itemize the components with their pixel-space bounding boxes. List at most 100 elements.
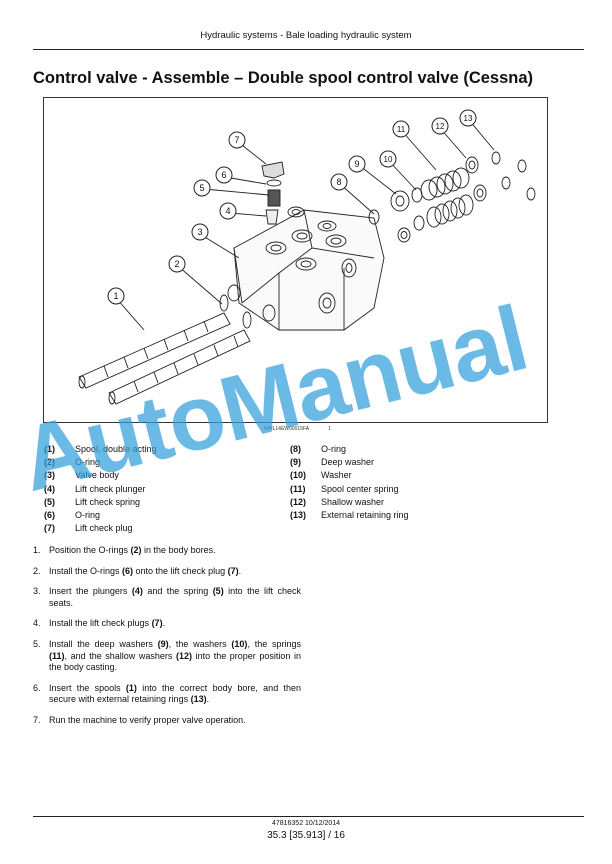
step-text: Install the lift check plugs (7).	[49, 618, 166, 629]
step-number: 2.	[33, 565, 41, 576]
legend-text: O-ring	[75, 457, 101, 468]
step-number: 7.	[33, 714, 41, 725]
svg-text:12: 12	[436, 122, 445, 131]
step-number: 1.	[33, 545, 41, 555]
svg-text:1: 1	[113, 291, 118, 301]
legend-num: (7)	[44, 523, 55, 534]
svg-text:3: 3	[197, 227, 202, 237]
legend-text: External retaining ring	[321, 509, 409, 520]
footer-page-number: 35.3 [35.913] / 16	[267, 830, 345, 841]
figure-number: 1	[328, 426, 331, 432]
svg-text:9: 9	[354, 159, 359, 169]
legend-right: (8) O-ring (9) Deep washer (10) Washer (11)…	[290, 443, 409, 522]
legend-num: (2)	[44, 457, 55, 468]
figure-code-id: NHIL14EW00015FA	[264, 426, 309, 432]
callout-4: 4	[219, 202, 237, 220]
legend-num: (6)	[44, 509, 55, 520]
legend-text: O-ring	[75, 509, 101, 520]
legend-item: (1) Spool, double acting	[44, 443, 157, 456]
legend-text: Lift check spring	[75, 496, 141, 507]
callout-2: 2	[168, 255, 186, 273]
footer-rule	[33, 816, 584, 817]
legend-item: (5) Lift check spring	[44, 496, 157, 509]
legend-item: (9) Deep washer	[290, 456, 409, 469]
page-title: Control valve - Assemble – Double spool …	[33, 69, 534, 87]
legend-num: (12)	[290, 496, 307, 507]
legend-num: (13)	[290, 509, 307, 520]
callout-6: 6	[215, 166, 233, 184]
legend-text: Spool center spring	[321, 483, 399, 494]
header-rule	[33, 49, 584, 50]
procedure-step: 3. Insert the plungers (4) and the spring…	[33, 586, 301, 609]
running-header: Hydraulic systems - Bale loading hydraul…	[200, 30, 412, 41]
svg-text:10: 10	[384, 155, 393, 164]
callout-7: 7	[228, 131, 246, 149]
procedure-step: 6. Insert the spools (1) into the correct…	[33, 683, 301, 706]
legend-text: Spool, double acting	[75, 444, 157, 454]
svg-text:8: 8	[336, 177, 341, 187]
procedure-step: 7. Run the machine to verify proper valve…	[33, 715, 301, 727]
step-text: Install the deep washers (9), the washer…	[49, 638, 301, 673]
step-number: 6.	[33, 682, 41, 693]
step-text: Run the machine to verify proper valve o…	[49, 714, 246, 725]
legend-text: Lift check plunger	[75, 483, 146, 494]
callout-11: 11	[392, 120, 410, 138]
svg-text:4: 4	[225, 206, 230, 216]
legend-num: (3)	[44, 470, 55, 481]
legend-left: (1) Spool, double acting (2) O-ring (3) Val…	[44, 443, 157, 535]
legend-text: Valve body	[75, 470, 119, 481]
exploded-view-figure: 1 2 3 4 5 6 7 8 9 10 11 12 13	[43, 97, 548, 423]
legend-item: (11) Spool center spring	[290, 483, 409, 496]
callout-1: 1	[107, 287, 125, 305]
step-text: Position the O-rings (2) in the body bor…	[49, 545, 216, 555]
legend-item: (8) O-ring	[290, 443, 409, 456]
footer-doc-ref: 47816352 10/12/2014	[271, 820, 341, 827]
callout-3: 3	[191, 223, 209, 241]
legend-num: (5)	[44, 496, 55, 507]
legend-text: O-ring	[321, 444, 347, 454]
legend-num: (8)	[290, 444, 301, 454]
legend-num: (1)	[44, 444, 55, 454]
svg-text:6: 6	[221, 170, 226, 180]
procedure-step: 5. Install the deep washers (9), the wash…	[33, 639, 301, 674]
spool-lower	[108, 329, 251, 405]
svg-text:11: 11	[397, 125, 406, 134]
spool-upper	[78, 312, 231, 389]
callout-9: 9	[348, 155, 366, 173]
step-number: 4.	[33, 618, 41, 629]
legend-item: (2) O-ring	[44, 456, 157, 469]
legend-item: (12) Shallow washer	[290, 496, 409, 509]
legend-item: (13) External retaining ring	[290, 509, 409, 522]
exploded-view-drawing: 1 2 3 4 5 6 7 8 9 10 11 12 13	[78, 109, 536, 405]
procedure-steps: 1. Position the O-rings (2) in the body b…	[33, 545, 301, 736]
step-number: 5.	[33, 638, 41, 649]
step-text: Install the O-rings (6) onto the lift ch…	[49, 565, 242, 576]
figure-code: NHIL14EW00015FA 1	[264, 426, 331, 432]
legend-text: Lift check plug	[75, 523, 133, 534]
step-text: Insert the plungers (4) and the spring (…	[49, 586, 301, 608]
procedure-step: 1. Position the O-rings (2) in the body b…	[33, 545, 301, 557]
callout-13: 13	[459, 109, 477, 127]
callout-8: 8	[330, 173, 348, 191]
callout-12: 12	[431, 117, 449, 135]
svg-text:2: 2	[174, 259, 179, 269]
legend-item: (7) Lift check plug	[44, 522, 157, 535]
procedure-step: 2. Install the O-rings (6) onto the lift …	[33, 566, 301, 578]
procedure-step: 4. Install the lift check plugs (7).	[33, 618, 301, 630]
legend-text: Shallow washer	[321, 496, 385, 507]
callout-10: 10	[379, 150, 397, 168]
legend-num: (4)	[44, 483, 55, 494]
svg-text:5: 5	[199, 183, 204, 193]
legend-item: (10) Washer	[290, 469, 409, 482]
step-text: Insert the spools (1) into the correct b…	[49, 682, 302, 705]
legend-text: Deep washer	[321, 457, 375, 468]
legend-num: (11)	[290, 483, 306, 494]
washer-stack	[368, 151, 536, 243]
svg-text:13: 13	[464, 114, 473, 123]
legend-item: (4) Lift check plunger	[44, 483, 157, 496]
callout-5: 5	[193, 179, 211, 197]
legend-text: Washer	[321, 470, 352, 481]
legend-num: (9)	[290, 457, 301, 468]
step-number: 3.	[33, 586, 41, 597]
legend-num: (10)	[290, 470, 307, 481]
